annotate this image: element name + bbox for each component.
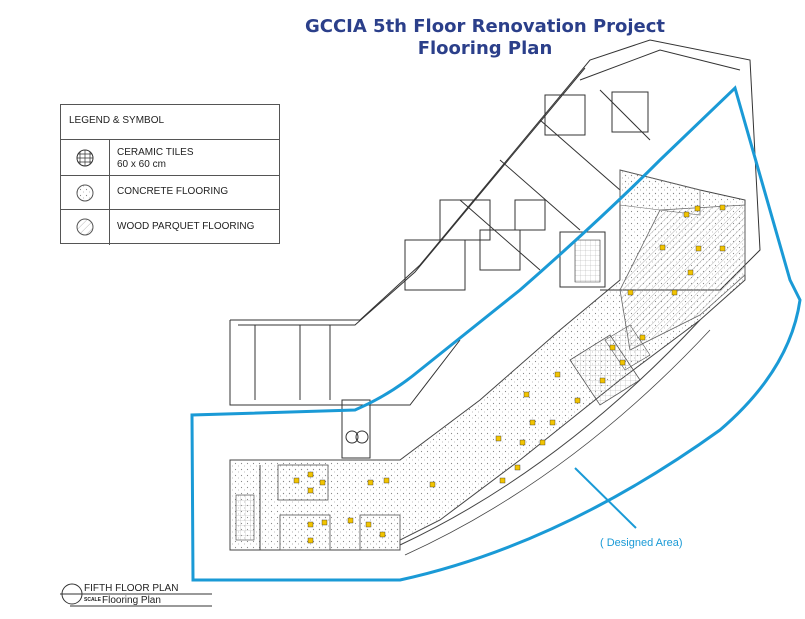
designed-area-label: ( Designed Area) [600,537,683,549]
dotted-circle-icon [76,184,94,202]
page-title: GCCIA 5th Floor Renovation Project [304,16,666,37]
scale-word: SCALE [84,597,101,603]
legend-box: LEGEND & SYMBOL CERAMIC TILES 60 x 60 cm… [60,104,280,245]
legend-symbol-cell [61,176,110,210]
page-subtitle: Flooring Plan [417,38,553,59]
legend-label: CONCRETE FLOORING [117,186,229,197]
flooring-markers [293,204,726,544]
legend-item-concrete: CONCRETE FLOORING [61,175,279,210]
legend-label: CERAMIC TILES [117,147,194,158]
legend-item-wood: WOOD PARQUET FLOORING [61,209,279,245]
legend-label: WOOD PARQUET FLOORING [117,221,255,232]
designed-area-outline [190,85,802,582]
legend-symbol-cell [61,140,110,176]
legend-item-ceramic: CERAMIC TILES 60 x 60 cm [61,139,279,176]
legend-heading: LEGEND & SYMBOL [69,115,165,126]
grid-circle-icon [76,149,94,167]
plan-type: Flooring Plan [102,595,161,606]
legend-sublabel: 60 x 60 cm [117,159,166,170]
building-lower-wing [229,169,746,556]
plan-name: FIFTH FLOOR PLAN [84,583,179,594]
hatched-circle-icon [76,218,94,236]
legend-symbol-cell [61,210,110,245]
caption-symbol [60,583,212,607]
